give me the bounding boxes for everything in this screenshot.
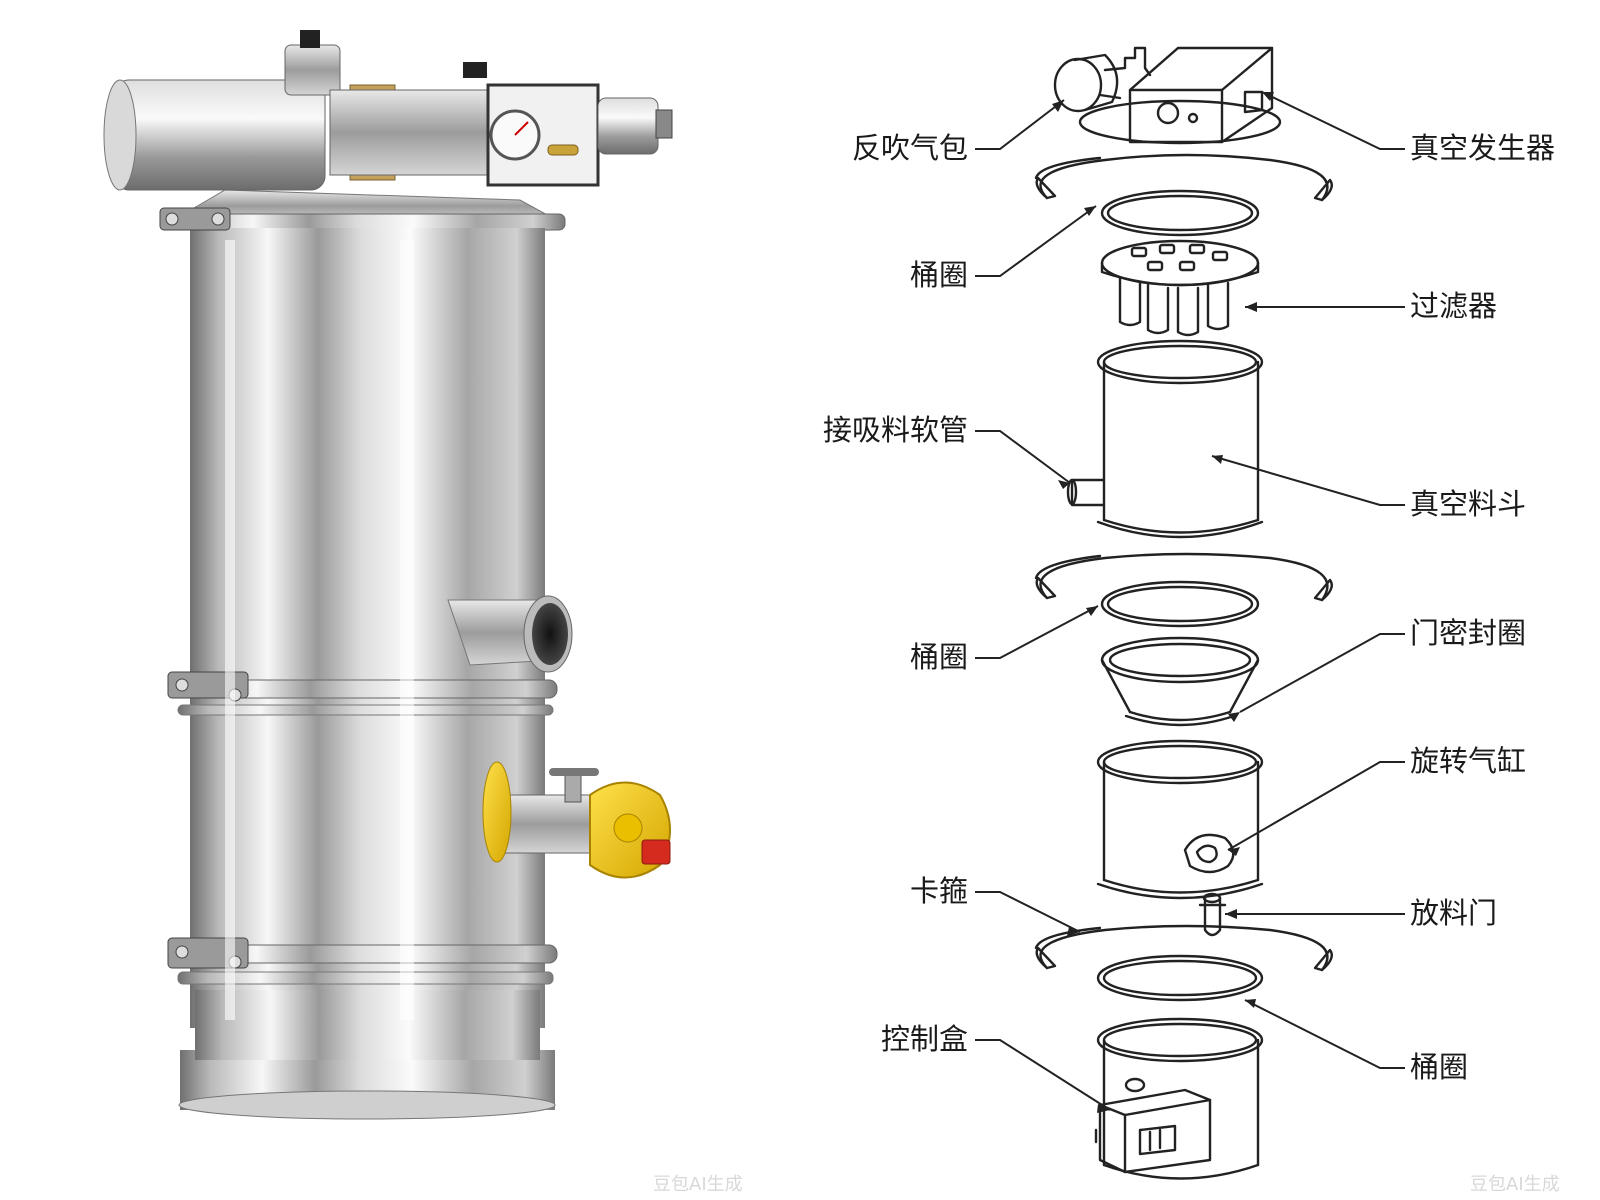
label-vacuum-generator: 真空发生器 <box>1410 131 1556 165</box>
part-blowback-tank <box>1053 46 1152 113</box>
part-clamp-ring-middle <box>1034 552 1333 602</box>
leader-suction-hose <box>975 430 1071 484</box>
label-rotary-cylinder: 旋转气缸 <box>1410 744 1527 778</box>
leader-hoop-lower <box>1244 999 1405 1069</box>
vacuum-generator-box <box>486 83 600 187</box>
leader-lines <box>975 91 1405 1111</box>
label-vacuum-hopper: 真空料斗 <box>1410 487 1527 521</box>
part-clamp-ring-upper <box>1034 153 1333 202</box>
clamp-band-upper-2 <box>177 704 554 716</box>
vacuum-feeder-photo <box>103 30 673 1120</box>
part-rotary-section <box>1096 739 1264 900</box>
leader-blowback-tank <box>975 99 1065 150</box>
leader-hoop-upper <box>975 205 1097 277</box>
part-filter <box>1100 239 1260 337</box>
clamp-band-lower-2 <box>177 971 554 985</box>
silencer <box>597 97 673 155</box>
label-filter: 过滤器 <box>1410 289 1498 323</box>
leader-hoop-middle <box>975 605 1099 659</box>
leader-arrowheads <box>1052 92 1274 1113</box>
label-control-box: 控制盒 <box>880 1022 968 1056</box>
discharge-valve <box>482 761 671 879</box>
part-hoop-upper <box>1100 189 1260 237</box>
part-hoop-middle <box>1100 580 1260 628</box>
part-vacuum-generator <box>1128 46 1274 144</box>
watermark-right: 豆包AI生成 <box>1470 1174 1560 1195</box>
part-door-seal <box>1100 636 1260 727</box>
label-blowback-tank: 反吹气包 <box>851 131 968 165</box>
watermark-left: 豆包AI生成 <box>653 1174 743 1195</box>
clamp-hinge-top <box>159 207 231 231</box>
lower-section <box>195 990 540 1060</box>
top-valves <box>284 30 501 181</box>
valve-red-fitting <box>641 839 671 865</box>
part-control-box <box>1094 1077 1212 1174</box>
suction-pipe <box>447 595 573 673</box>
label-suction-hose: 接吸料软管 <box>822 413 968 447</box>
part-bottom-section <box>1096 1017 1264 1180</box>
blowback-tank <box>103 79 326 191</box>
part-clamp-ring-lower <box>1034 924 1333 972</box>
label-clamp: 卡箍 <box>909 874 968 908</box>
label-hoop-upper: 桶圈 <box>909 258 968 292</box>
label-hoop-lower: 桶圈 <box>1410 1050 1469 1084</box>
leader-clamp <box>975 891 1081 933</box>
leader-rotary-cylinder <box>1227 761 1405 851</box>
label-hoop-middle: 桶圈 <box>909 640 968 674</box>
part-top-plate <box>1078 99 1282 145</box>
leader-vacuum-generator <box>1261 91 1405 150</box>
label-door-seal: 门密封圈 <box>1410 616 1527 650</box>
rotary-cylinder-part <box>1183 833 1235 874</box>
bottom-flange-edge <box>178 1090 556 1120</box>
leader-door-seal <box>1239 633 1405 713</box>
part-hoop-lower <box>1096 954 1264 1002</box>
leader-control-box <box>975 1039 1111 1111</box>
label-discharge-door: 放料门 <box>1410 896 1498 930</box>
leader-vacuum-hopper <box>1211 455 1405 506</box>
part-vacuum-hopper <box>1066 339 1264 539</box>
part-discharge-door <box>1198 892 1227 937</box>
